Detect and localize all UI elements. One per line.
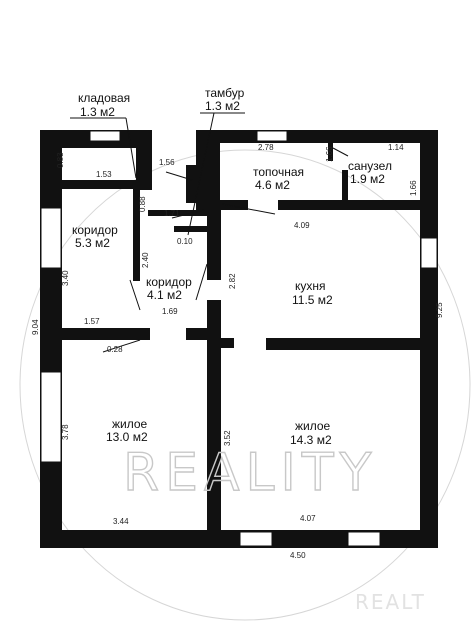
dimension-label: 1.66 (409, 180, 418, 196)
dimension-label: 0.88 (138, 196, 147, 212)
dimension-label: 3.52 (223, 430, 232, 446)
room-area: 11.5 м2 (292, 293, 333, 307)
room-area: 1.3 м2 (80, 105, 115, 119)
watermark-text: REALITY (123, 443, 377, 503)
dimension-label: 9.04 (31, 319, 40, 335)
room-name: жилое (295, 419, 331, 433)
room-name: тамбур (205, 86, 245, 100)
room-name: санузел (348, 159, 392, 173)
dimension-label: 3.44 (113, 517, 129, 526)
dimension-label: 2.82 (228, 273, 237, 289)
dimension-label: 1.71 (164, 209, 180, 218)
dimension-label: 1.66 (325, 146, 334, 162)
dimension-label: 0.83 (56, 152, 65, 168)
room-labels: кладовая 1.3 м2 тамбур 1.3 м2 топочная 4… (72, 86, 392, 447)
dimension-label: 1.57 (84, 317, 100, 326)
dimension-label: 2.78 (258, 143, 274, 152)
dimension-label: 1.14 (388, 143, 404, 152)
room-area: 1.3 м2 (205, 99, 240, 113)
room-area: 1.9 м2 (350, 172, 385, 186)
dimension-label: 9.25 (435, 302, 444, 318)
room-area: 5.3 м2 (75, 236, 110, 250)
dimension-label: 4.09 (294, 221, 310, 230)
windows (40, 130, 438, 547)
dimension-label: 0.28 (107, 345, 123, 354)
dimension-label: 4.07 (300, 514, 316, 523)
dimension-label: 4.50 (290, 551, 306, 560)
room-area: 4.1 м2 (147, 288, 182, 302)
dimension-labels: 0.83 1.53 1.56 2.78 1.14 1.66 1.66 0.88 … (31, 143, 444, 560)
room-name: коридор (146, 275, 192, 289)
room-name: кухня (295, 279, 326, 293)
room-name: топочная (253, 165, 304, 179)
leader-lines (70, 112, 349, 353)
dimension-label: 3.78 (61, 424, 70, 440)
dimension-label: 0.10 (177, 237, 193, 246)
dimension-label: 2.40 (141, 252, 150, 268)
room-name: кладовая (78, 91, 130, 105)
room-area: 13.0 м2 (106, 430, 148, 444)
dimension-label: 3.40 (61, 270, 70, 286)
corner-watermark: REALT (355, 590, 426, 614)
dimension-label: 1.69 (162, 307, 178, 316)
room-name: жилое (112, 417, 148, 431)
room-area: 4.6 м2 (255, 178, 290, 192)
room-name: коридор (72, 223, 118, 237)
dimension-label: 1.53 (96, 170, 112, 179)
dimension-label: 1.56 (159, 158, 175, 167)
background-arc (19, 149, 471, 621)
room-area: 14.3 м2 (290, 433, 332, 447)
